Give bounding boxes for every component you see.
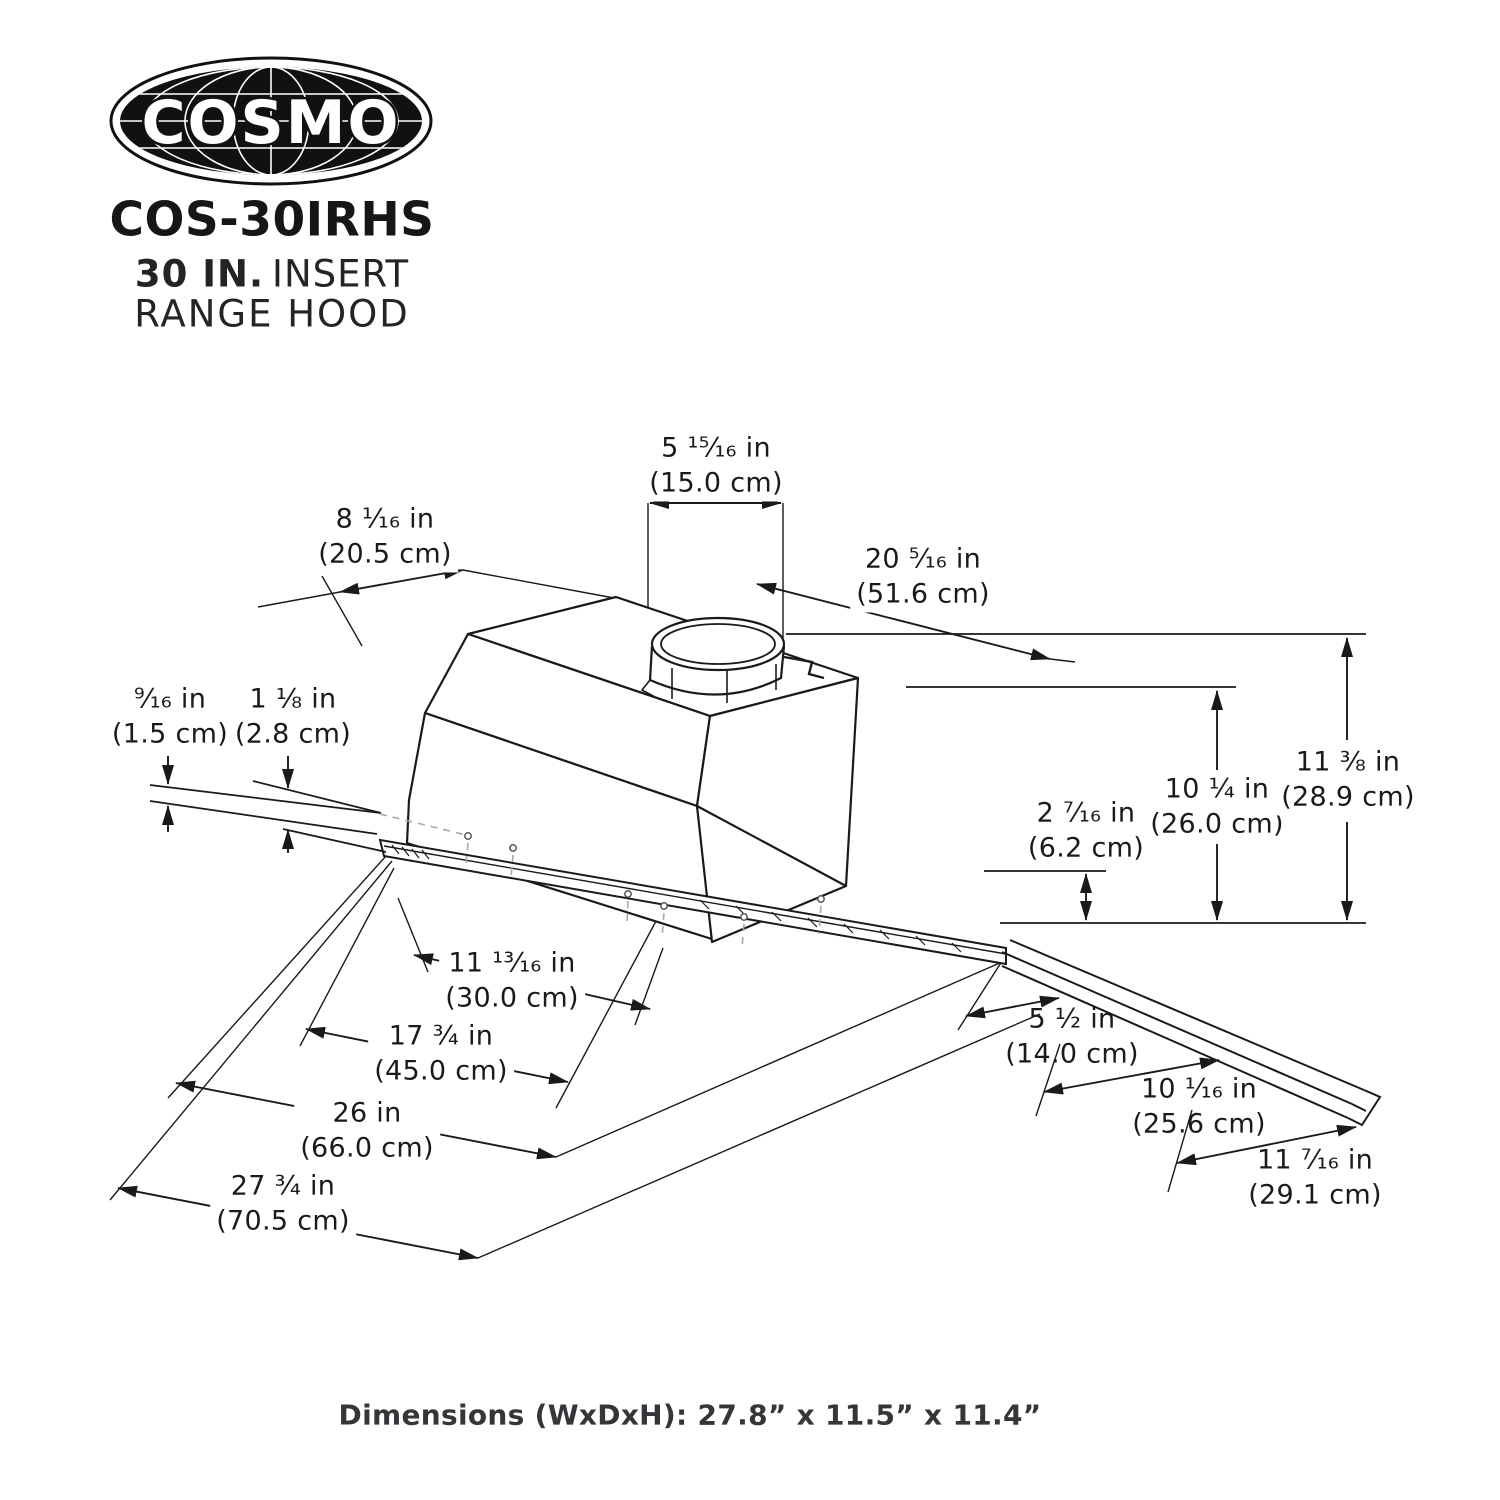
dim-cm: (66.0 cm) <box>300 1132 434 1163</box>
dim-in: 20 ⁵⁄₁₆ in <box>864 543 982 575</box>
dim-body-height: 10 ¼ in (26.0 cm) <box>1144 771 1290 843</box>
model-number: COS-30IRHS <box>109 192 435 248</box>
dim-in: 5 ½ in <box>1028 1003 1116 1035</box>
dim-top-depth: 20 ⁵⁄₁₆ in (51.6 cm) <box>850 541 996 613</box>
overall-dimensions-text: Dimensions (WxDxH): 27.8” x 11.5” x 11.4… <box>338 1398 1042 1432</box>
size-label: 30 IN. <box>134 252 265 296</box>
dim-in: ⁹⁄₁₆ in <box>133 683 207 715</box>
dim-in: 11 ¹³⁄₁₆ in <box>448 947 576 979</box>
dim-cm: (25.6 cm) <box>1132 1108 1266 1139</box>
dim-in: 17 ¾ in <box>388 1020 494 1052</box>
globe-grid-icon <box>120 67 422 175</box>
dim-cm: (15.0 cm) <box>649 467 783 498</box>
dim-holes-outer: 17 ¾ in (45.0 cm) <box>368 1018 514 1090</box>
dim-duct-diameter: 5 ¹⁵⁄₁₆ in (15.0 cm) <box>643 430 789 502</box>
dim-holes-inner: 11 ¹³⁄₁₆ in (30.0 cm) <box>439 945 585 1017</box>
product-size-line: 30 IN.INSERT <box>135 253 409 296</box>
dim-in: 11 ⁷⁄₁₆ in <box>1256 1144 1374 1176</box>
type-word-insert: INSERT <box>272 252 410 296</box>
dim-in: 2 ⁷⁄₁₆ in <box>1036 797 1136 829</box>
dim-total-height: 11 ⅜ in (28.9 cm) <box>1275 744 1421 816</box>
dim-side-offset: 5 ½ in (14.0 cm) <box>1005 1002 1139 1071</box>
mounting-holes <box>379 813 825 949</box>
dim-in: 10 ¹⁄₁₆ in <box>1140 1073 1258 1105</box>
dim-flange-depth: 11 ⁷⁄₁₆ in (29.1 cm) <box>1248 1143 1382 1212</box>
dim-flange-width: 27 ¾ in (70.5 cm) <box>210 1168 356 1240</box>
dim-top-rear-offset: 8 ¹⁄₁₆ in (20.5 cm) <box>312 501 458 573</box>
type-word-range-hood: RANGE HOOD <box>134 292 410 336</box>
dim-cm: (6.2 cm) <box>1027 832 1145 863</box>
dim-cm: (30.0 cm) <box>445 982 579 1013</box>
dim-in: 11 ⅜ in <box>1295 746 1401 778</box>
side-rail-right <box>1001 939 1382 1127</box>
dim-cm: (29.1 cm) <box>1248 1179 1382 1210</box>
dim-body-width: 26 in (66.0 cm) <box>294 1095 440 1167</box>
logo-wordmark: COSMO <box>142 88 401 158</box>
dim-in: 27 ¾ in <box>230 1170 336 1202</box>
dim-cm: (26.0 cm) <box>1150 808 1284 839</box>
rim-hatch <box>391 844 430 860</box>
dim-flange-lip: ⁹⁄₁₆ in (1.5 cm) <box>105 681 235 753</box>
dim-in: 5 ¹⁵⁄₁₆ in <box>661 432 771 464</box>
dim-cm: (28.9 cm) <box>1281 781 1415 812</box>
dim-cm: (2.8 cm) <box>234 718 352 749</box>
dim-cm: (1.5 cm) <box>111 718 229 749</box>
dim-in: 10 ¼ in <box>1164 773 1270 805</box>
dim-cm: (70.5 cm) <box>216 1205 350 1236</box>
dim-cm: (14.0 cm) <box>1005 1038 1139 1069</box>
dim-cm: (45.0 cm) <box>374 1055 508 1086</box>
vent-slots <box>699 899 962 953</box>
dim-flange-height: 1 ⅛ in (2.8 cm) <box>228 681 358 753</box>
dim-side-depth: 10 ¹⁄₁₆ in (25.6 cm) <box>1132 1072 1266 1141</box>
cosmo-logo: COSMO <box>109 56 433 186</box>
collar-seams <box>640 664 777 703</box>
dim-in: 1 ⅛ in <box>249 683 337 715</box>
dim-in: 8 ¹⁄₁₆ in <box>335 503 435 535</box>
dim-in: 26 in <box>332 1097 402 1129</box>
dim-cm: (20.5 cm) <box>318 538 452 569</box>
dim-cm: (51.6 cm) <box>856 578 990 609</box>
side-rail-left <box>149 780 387 853</box>
dim-bottom-band: 2 ⁷⁄₁₆ in (6.2 cm) <box>1021 795 1151 867</box>
